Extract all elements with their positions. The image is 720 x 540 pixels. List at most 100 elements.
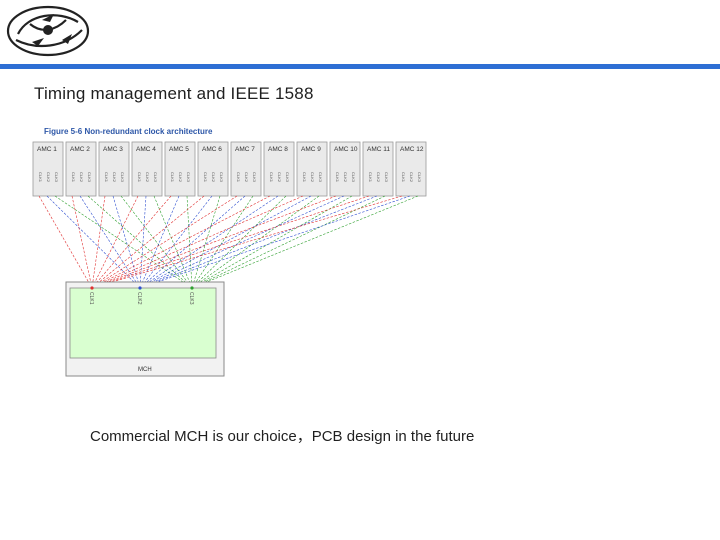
- clock-wire: [191, 195, 320, 289]
- clock-source-label: CLK3: [188, 292, 194, 305]
- amc-box: [65, 141, 97, 197]
- amc-label: AMC 10: [334, 146, 358, 153]
- clock-wire: [38, 195, 93, 289]
- amc-clock-pin-label: CLK1: [71, 172, 76, 183]
- clock-wire: [91, 195, 139, 289]
- slide-title: Timing management and IEEE 1588: [34, 84, 314, 103]
- amc-clock-pin-label: CLK2: [112, 172, 117, 183]
- amc-clock-pin-label: CLK2: [211, 172, 216, 183]
- amc-label: AMC 12: [400, 146, 424, 153]
- clock-wire: [91, 195, 205, 289]
- amc-label: AMC 9: [301, 146, 321, 153]
- amc-clock-pin-label: CLK1: [368, 172, 373, 183]
- amc-clock-pin-label: CLK3: [252, 172, 257, 183]
- amc-label: AMC 1: [37, 146, 57, 153]
- clock-wire: [191, 195, 353, 289]
- amc-box: [395, 141, 427, 197]
- clock-wire: [91, 195, 271, 289]
- amc-box: [329, 141, 361, 197]
- clock-wire: [139, 195, 246, 289]
- clock-wire: [87, 195, 193, 289]
- caption-text: Commercial MCH is our choice，PCB design …: [90, 428, 475, 445]
- amc-box: [362, 141, 394, 197]
- amc-label: AMC 4: [136, 146, 156, 153]
- figure-title: Figure 5-6 Non-redundant clock architect…: [44, 127, 213, 136]
- clock-wire: [191, 195, 419, 289]
- amc-clock-pin-label: CLK1: [104, 172, 109, 183]
- clock-wire: [191, 195, 254, 289]
- clock-source-label: CLK2: [136, 292, 142, 305]
- amc-clock-pin-label: CLK1: [401, 172, 406, 183]
- amc-box: [296, 141, 328, 197]
- amc-clock-pin-label: CLK1: [137, 172, 142, 183]
- clock-wire: [46, 195, 141, 289]
- clock-wire: [91, 195, 106, 289]
- amc-clock-pin-label: CLK2: [343, 172, 348, 183]
- amc-clock-pin-label: CLK1: [335, 172, 340, 183]
- amc-clock-pin-label: CLK3: [285, 172, 290, 183]
- clock-source-node: [138, 286, 142, 290]
- amc-box: [197, 141, 229, 197]
- amc-clock-pin-label: CLK3: [318, 172, 323, 183]
- amc-clock-pin-label: CLK2: [46, 172, 51, 183]
- clock-wire: [91, 195, 304, 289]
- amc-clock-pin-label: CLK2: [79, 172, 84, 183]
- amc-box: [98, 141, 130, 197]
- mch-label: MCH: [138, 367, 152, 373]
- amc-clock-pin-label: CLK3: [54, 172, 59, 183]
- clock-wire: [191, 195, 287, 289]
- amc-clock-pin-label: CLK2: [376, 172, 381, 183]
- clock-wire: [139, 195, 180, 289]
- amc-clock-pin-label: CLK1: [269, 172, 274, 183]
- clock-wire: [120, 195, 193, 289]
- amc-clock-pin-label: CLK3: [87, 172, 92, 183]
- amc-clock-pin-label: CLK1: [170, 172, 175, 183]
- amc-box: [131, 141, 163, 197]
- amc-clock-pin-label: CLK2: [244, 172, 249, 183]
- clock-wires: [38, 195, 419, 289]
- clock-wire: [112, 195, 141, 289]
- clock-architecture-diagram: Figure 5-6 Non-redundant clock architect…: [32, 127, 427, 377]
- institute-logo: [6, 5, 90, 57]
- amc-clock-pin-label: CLK2: [409, 172, 414, 183]
- clock-wire: [139, 195, 213, 289]
- amc-clock-pin-label: CLK2: [145, 172, 150, 183]
- amc-box: [32, 141, 64, 197]
- amc-clock-pin-label: CLK1: [203, 172, 208, 183]
- amc-label: AMC 5: [169, 146, 189, 153]
- clock-wire: [153, 195, 193, 289]
- header-rule: [0, 64, 720, 69]
- amc-box: [164, 141, 196, 197]
- clock-source-node: [90, 286, 94, 290]
- amc-clock-pin-label: CLK3: [120, 172, 125, 183]
- amc-clock-pin-label: CLK3: [186, 172, 191, 183]
- amc-clock-pin-label: CLK2: [310, 172, 315, 183]
- amc-label: AMC 8: [268, 146, 288, 153]
- amc-clock-pin-label: CLK3: [219, 172, 224, 183]
- amc-box: [263, 141, 295, 197]
- clock-wire: [91, 195, 370, 289]
- clock-wire: [139, 195, 411, 289]
- clock-wire: [191, 195, 221, 289]
- clock-wire: [91, 195, 172, 289]
- clock-wire: [139, 195, 147, 289]
- clock-wire: [71, 195, 93, 289]
- amc-clock-pin-label: CLK3: [153, 172, 158, 183]
- amc-label: AMC 2: [70, 146, 90, 153]
- clock-wire: [139, 195, 312, 289]
- amc-clock-pin-label: CLK1: [38, 172, 43, 183]
- amc-label: AMC 6: [202, 146, 222, 153]
